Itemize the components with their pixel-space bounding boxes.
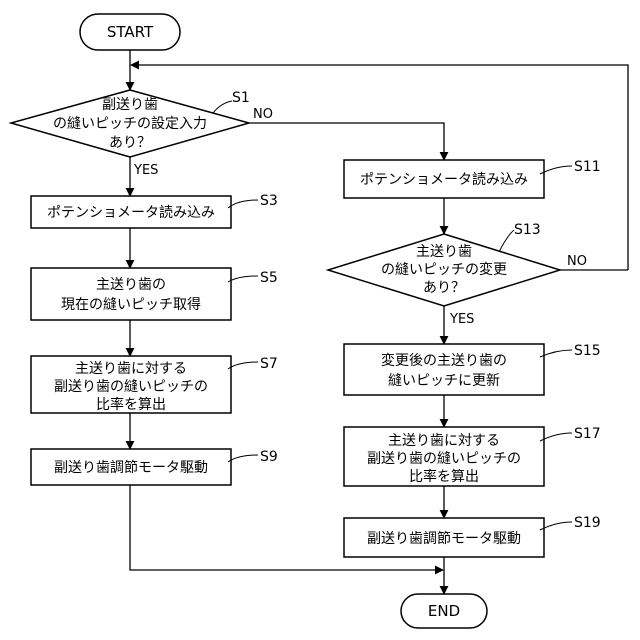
leader-s19 xyxy=(540,522,572,530)
step-label-s7: S7 xyxy=(260,356,278,372)
process-s7-line-2: 副送り歯の縫いピッチの xyxy=(54,379,208,395)
step-label-s9: S9 xyxy=(260,449,278,465)
process-s19-line-1: 副送り歯調節モータ駆動 xyxy=(367,530,521,547)
process-s11: ポテンショメータ読み込み xyxy=(344,160,544,198)
process-s17-line-1: 主送り歯に対する xyxy=(388,433,500,449)
leader-s9 xyxy=(228,455,258,462)
process-s17-line-3: 比率を算出 xyxy=(409,468,479,485)
step-label-s5: S5 xyxy=(260,270,278,286)
branch-label-s13-no: NO xyxy=(567,254,587,269)
leader-s1 xyxy=(213,101,232,113)
decision-s13-line-2: の縫いピッチの変更 xyxy=(381,261,507,278)
step-label-s11: S11 xyxy=(574,159,601,175)
process-s5-line-2: 現在の縫いピッチ取得 xyxy=(61,296,201,313)
terminal-start: START xyxy=(80,14,180,50)
terminal-start-text: START xyxy=(107,23,154,41)
step-label-s19: S19 xyxy=(574,515,601,531)
process-s15: 変更後の主送り歯の 縫いピッチに更新 xyxy=(344,344,544,395)
decision-s1-line-1: 副送り歯 xyxy=(102,97,158,113)
process-s3-line-1: ポテンショメータ読み込み xyxy=(47,204,215,221)
step-label-s13: S13 xyxy=(514,222,541,238)
decision-s1-line-2: の縫いピッチの設定入力 xyxy=(53,116,207,132)
step-label-s1: S1 xyxy=(232,90,250,106)
process-s7-line-3: 比率を算出 xyxy=(96,396,166,413)
process-s17: 主送り歯に対する 副送り歯の縫いピッチの 比率を算出 xyxy=(344,427,544,486)
process-s5-line-1: 主送り歯の xyxy=(96,277,166,293)
branch-label-s13-yes: YES xyxy=(449,312,474,327)
process-s7: 主送り歯に対する 副送り歯の縫いピッチの 比率を算出 xyxy=(31,356,231,413)
process-s11-line-1: ポテンショメータ読み込み xyxy=(360,171,528,188)
decision-s13-line-1: 主送り歯 xyxy=(416,244,472,260)
leader-s3 xyxy=(228,200,258,208)
process-s3: ポテンショメータ読み込み xyxy=(31,196,231,228)
leader-s15 xyxy=(540,350,572,357)
leader-s17 xyxy=(540,433,572,441)
process-s15-line-2: 縫いピッチに更新 xyxy=(388,373,500,389)
step-label-s17: S17 xyxy=(574,426,601,442)
step-label-s15: S15 xyxy=(574,343,601,359)
arrow-s1-no-to-s11 xyxy=(249,123,444,160)
process-s17-line-2: 副送り歯の縫いピッチの xyxy=(367,451,521,467)
decision-s13-line-3: あり？ xyxy=(423,280,465,296)
terminal-end-text: END xyxy=(428,602,460,620)
process-s15-line-1: 変更後の主送り歯の xyxy=(381,352,507,369)
leader-s13 xyxy=(499,230,514,252)
leader-s5 xyxy=(228,276,258,282)
decision-s13: 主送り歯 の縫いピッチの変更 あり？ xyxy=(328,234,560,306)
branch-label-s1-yes: YES xyxy=(133,163,158,178)
process-s9-line-1: 副送り歯調節モータ駆動 xyxy=(54,459,208,476)
process-s9: 副送り歯調節モータ駆動 xyxy=(31,449,231,485)
process-s7-line-1: 主送り歯に対する xyxy=(75,361,187,377)
terminal-end: END xyxy=(401,594,487,628)
leader-s7 xyxy=(228,362,258,369)
process-s19: 副送り歯調節モータ駆動 xyxy=(344,518,544,557)
decision-s1-line-3: あり？ xyxy=(109,135,151,151)
leader-s11 xyxy=(540,166,572,174)
branch-label-s1-no: NO xyxy=(253,107,273,122)
process-s5: 主送り歯の 現在の縫いピッチ取得 xyxy=(31,268,231,320)
decision-s1: 副送り歯 の縫いピッチの設定入力 あり？ xyxy=(11,90,249,157)
step-label-s3: S3 xyxy=(260,193,278,209)
